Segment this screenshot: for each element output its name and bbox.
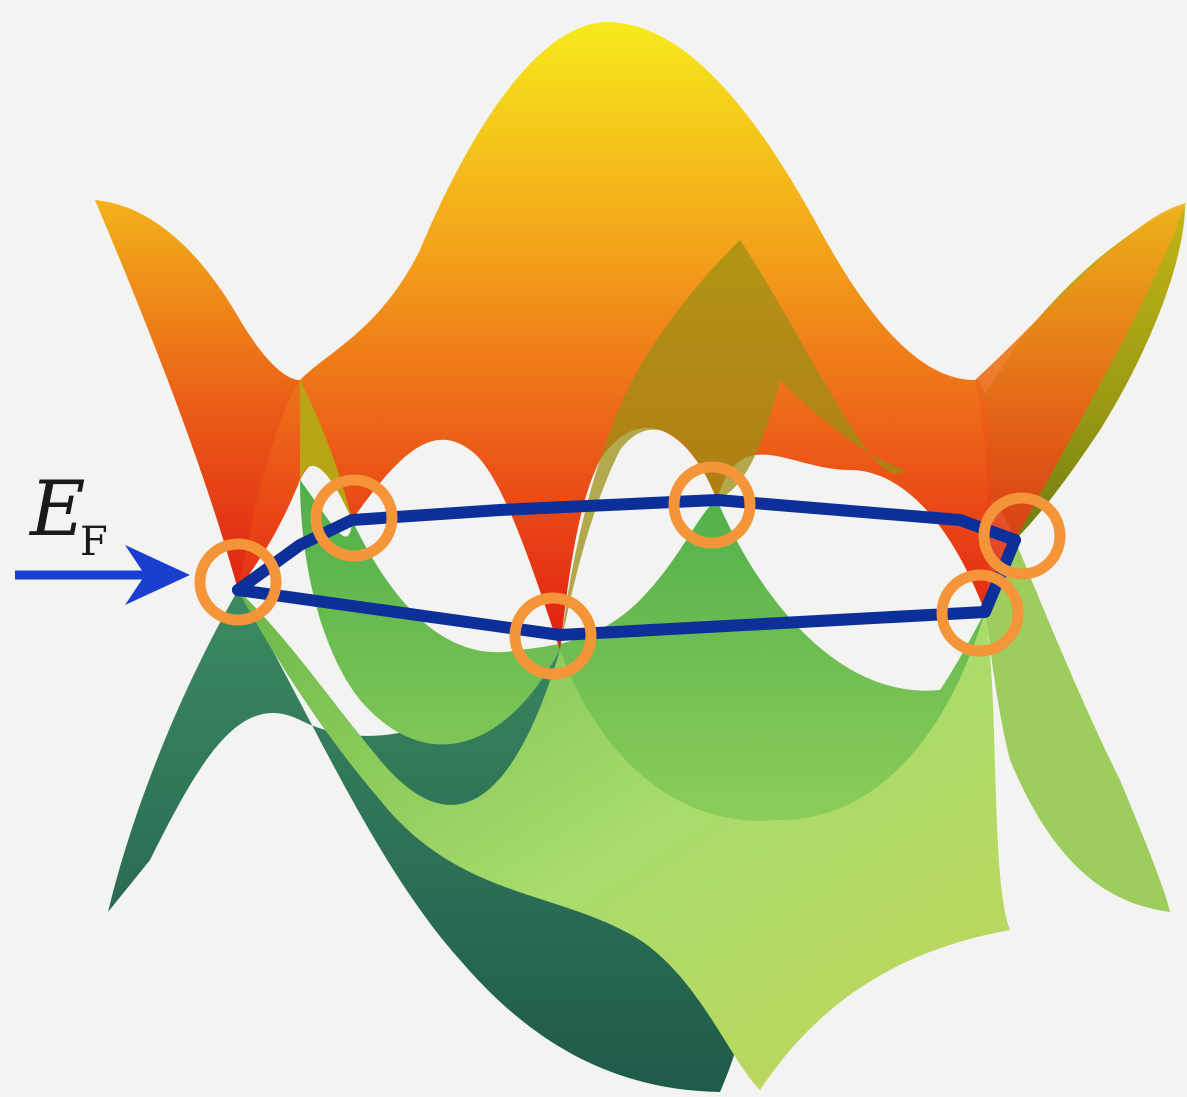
energy-subscript: F	[80, 519, 108, 565]
fermi-energy-label: E F	[28, 464, 108, 565]
arrow-head	[125, 545, 190, 605]
upper-band-left-wing	[95, 200, 300, 590]
dirac-point-marker	[936, 569, 1024, 657]
upper-band	[95, 21, 1186, 650]
dirac-point-marker	[978, 492, 1066, 580]
upper-band-main-dome	[238, 21, 992, 650]
dirac-point-marker	[310, 474, 398, 562]
upper-band-right-wing	[975, 203, 1186, 612]
dirac-point-marker	[509, 592, 597, 680]
lower-band	[108, 480, 1170, 1092]
lower-band-center-sheet	[238, 590, 1010, 1090]
fermi-loop-line	[232, 494, 1021, 596]
lower-band-inner-sheet	[300, 480, 985, 821]
lower-band-right-sheet	[985, 540, 1170, 912]
upper-band-olive-front-fold	[560, 240, 905, 650]
fermi-level-arrow	[15, 545, 190, 605]
dirac-markers	[194, 461, 1066, 680]
dirac-point-marker	[668, 461, 756, 549]
dirac-point-marker	[194, 538, 282, 626]
energy-symbol: E	[28, 464, 85, 553]
